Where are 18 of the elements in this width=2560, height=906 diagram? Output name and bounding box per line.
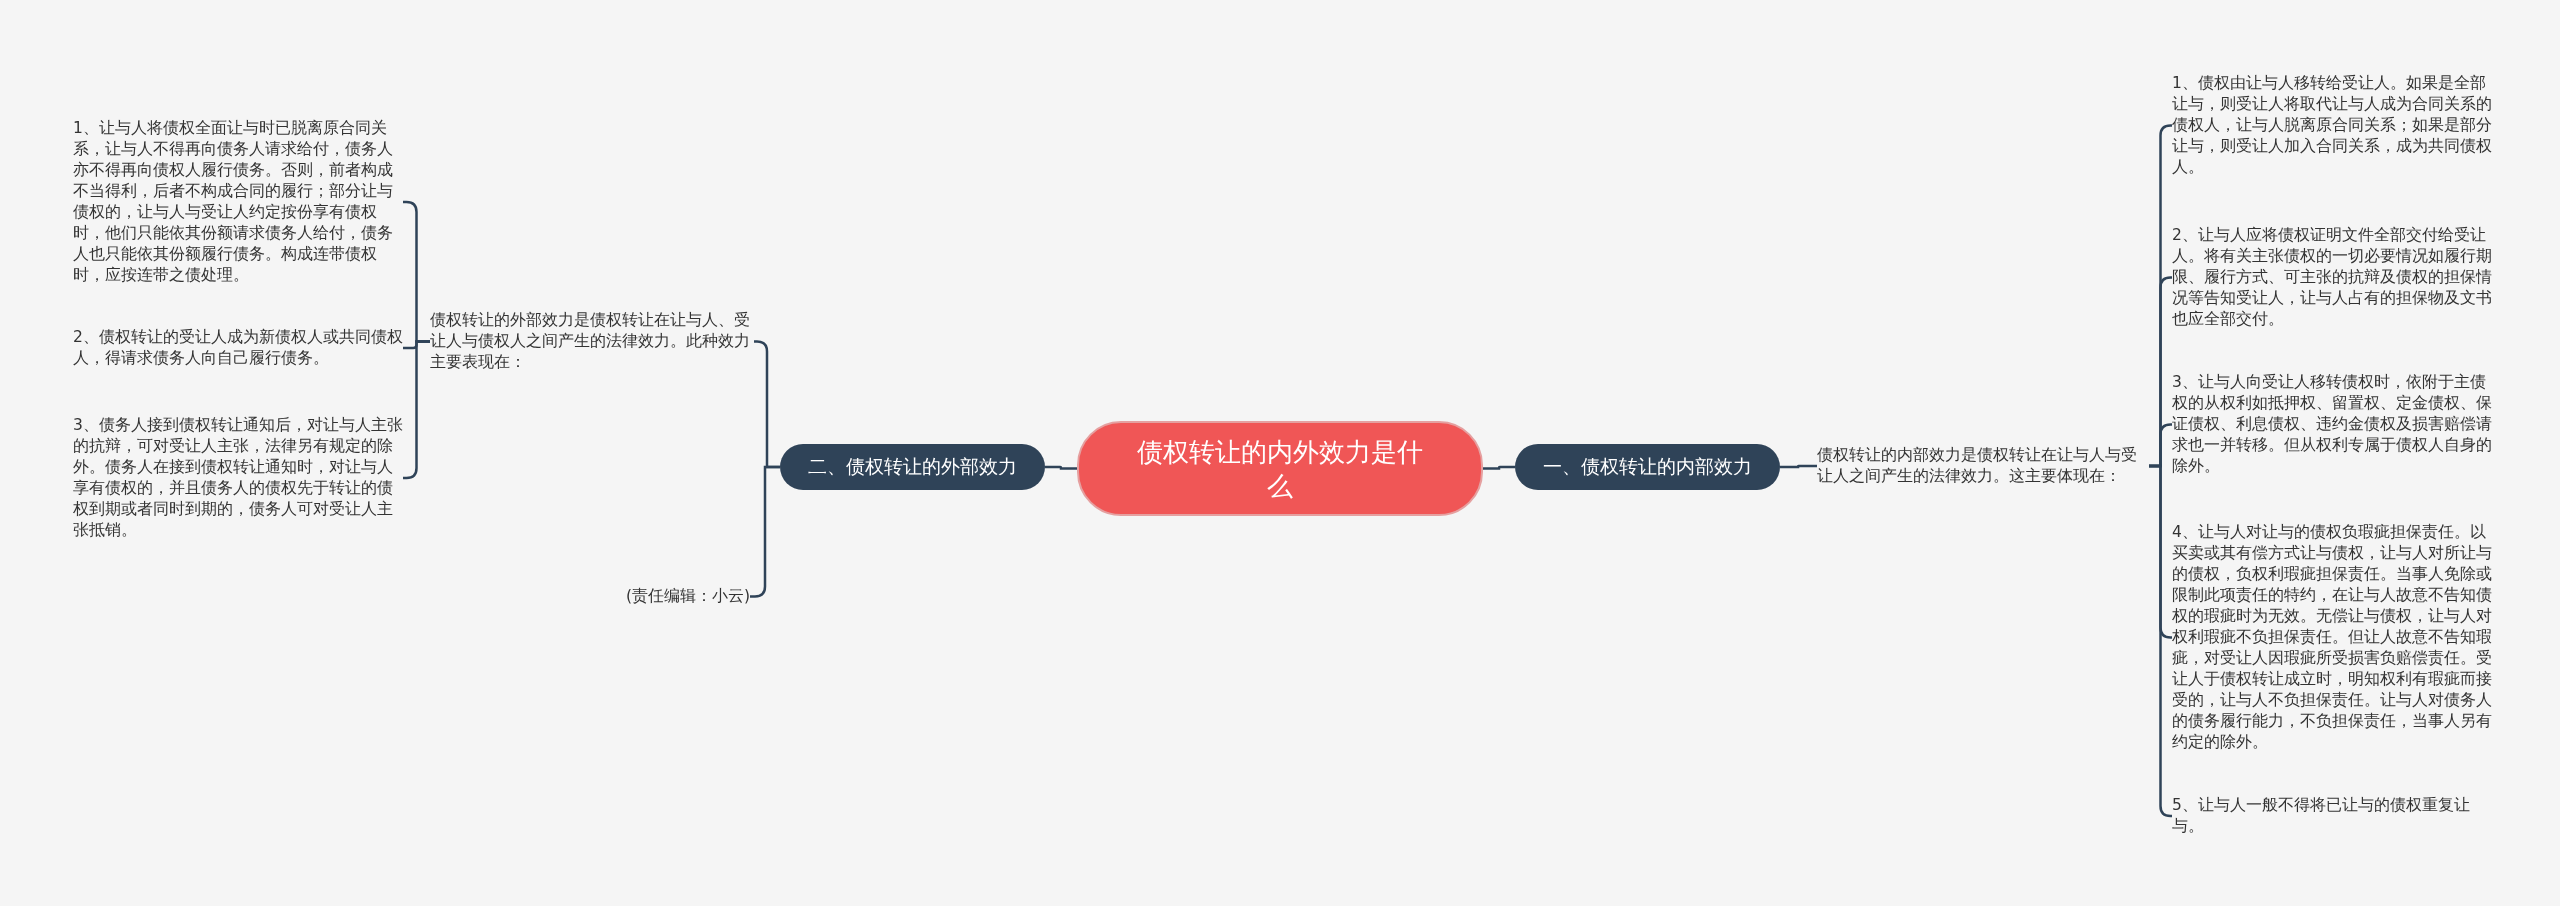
central-topic: 债权转让的内外效力是什么 <box>1077 421 1483 516</box>
connector-line <box>1780 464 1817 469</box>
topic-text: 2、债权转让的受让人成为新债权人或共同债权人，得请求债务人向自己履行债务。 <box>73 327 403 369</box>
topic-text: 债权转让的内部效力是债权转让在让与人与受让人之间产生的法律效力。这主要体现在： <box>1817 445 2149 487</box>
topic-text: 3、让与人向受让人移转债权时，依附于主债权的从权利如抵押权、留置权、定金债权、保证债权、利息债权、违约金债权及损害赔偿请求也一并转移。但从权利专属于债权人自身的除外。 <box>2172 372 2494 477</box>
topic-text: 2、让与人应将债权证明文件全部交付给受让人。将有关主张债权的一切必要情况如履行期限、履行方式、可主张的抗辩及债权的担保情况等告知受让人，让与人占有的担保物及文书也应全部交付。 <box>2172 225 2494 330</box>
connector-line <box>1045 465 1077 470</box>
topic-text: 5、让与人一般不得将已让与的债权重复让与。 <box>2172 795 2494 837</box>
topic-text: 1、让与人将债权全面让与时已脱离原合同关系，让与人不得再向债务人请求给付，债务人亦不得再向债权人履行债务。否则，前者构成不当得利，后者不构成合同的履行；部分让与债权的，让与人与受让人约定按份享有债权时，他们只能依其份额请求债务人给付，债务人也只能依其份额履行债务。构成连带债权时，应按连带之债处理。 <box>73 118 403 286</box>
topic-text: 债权转让的外部效力是债权转让在让与人、受让人与债权人之间产生的法律效力。此种效力主要表现在： <box>430 310 754 373</box>
branch-topic: 一、债权转让的内部效力 <box>1515 444 1780 490</box>
connector-line <box>1483 465 1515 470</box>
topic-text: 1、债权由让与人移转给受让人。如果是全部让与，则受让人将取代让与人成为合同关系的债权人，让与人脱离原合同关系；如果是部分让与，则受让人加入合同关系，成为共同债权人。 <box>2172 73 2494 178</box>
branch-topic: 二、债权转让的外部效力 <box>780 444 1045 490</box>
topic-text: 4、让与人对让与的债权负瑕疵担保责任。以买卖或其有偿方式让与债权，让与人对所让与的债权，负权利瑕疵担保责任。当事人免除或限制此项责任的特约，在让与人故意不告知债权的瑕疵时为无效。无偿让与债权，让与人对权利瑕疵不负担保责任。但让人故意不告知瑕疵，对受让人因瑕疵所受损害负赔偿责任。受让人于债权转让成立时，明知权利有瑕疵而接受的，让与人不负担保责任。让与人对债务人的债务履行能力，不负担保责任，当事人另有约定的除外。 <box>2172 522 2494 753</box>
topic-text: (责任编辑：小云) <box>560 586 750 607</box>
topic-text: 3、债务人接到债权转让通知后，对让与人主张的抗辩，可对受让人主张，法律另有规定的除外。债务人在接到债权转让通知时，对让与人享有债权的，并且债务人的债权先于转让的债权到期或者同时到期的，债务人可对受让人主张抵销。 <box>73 415 403 541</box>
connector-line <box>2149 464 2173 818</box>
